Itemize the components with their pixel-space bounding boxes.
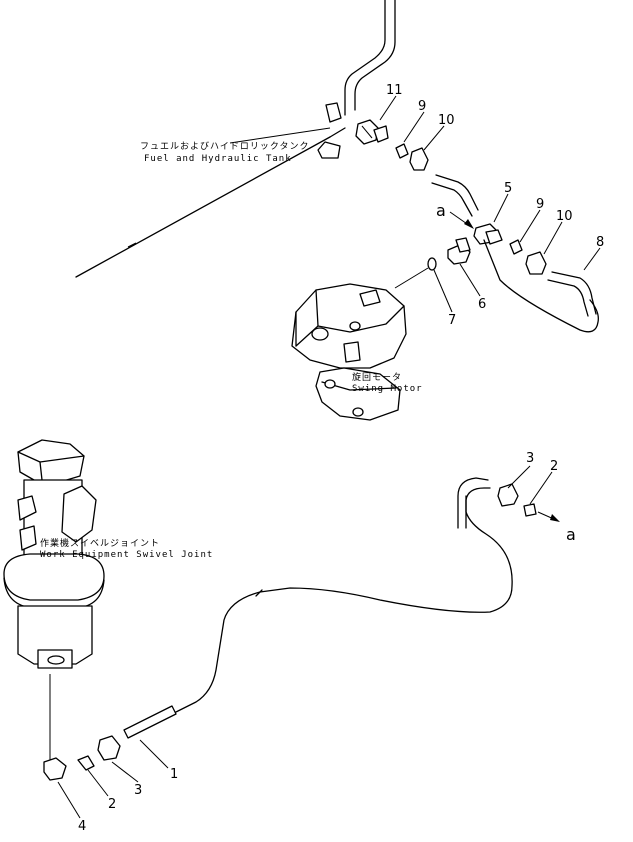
ref-a-upper: a	[436, 201, 446, 220]
callout-2-left: 2	[108, 797, 116, 812]
callout-4: 4	[78, 819, 86, 834]
callout-9-upper: 9	[418, 99, 426, 114]
ref-arrow-upper	[449, 211, 474, 229]
tank-label-jp: フュエルおよびハイドロリックタンク	[140, 141, 309, 152]
part-11-elbow	[355, 119, 389, 145]
swivel-label-en: Work Equipment Swivel Joint	[40, 550, 213, 560]
part-10-nut-upper	[409, 147, 429, 171]
swivel-joint	[3, 439, 105, 669]
part-8-hose	[483, 239, 599, 333]
lower-piping	[43, 477, 560, 781]
callout-8: 8	[596, 235, 604, 250]
callout-7: 7	[448, 313, 456, 328]
upper-hose	[431, 174, 479, 217]
tank-label-en: Fuel and Hydraulic Tank	[144, 154, 292, 164]
callout-3-right: 3	[526, 451, 534, 466]
ref-a-lower: a	[566, 525, 576, 544]
part-9-adapter-upper	[395, 143, 409, 159]
callout-10-lower: 10	[556, 209, 573, 224]
part-6-connector	[447, 237, 471, 265]
part-5-tee	[473, 223, 503, 245]
component-labels: フュエルおよびハイドロリックタンク Fuel and Hydraulic Tan…	[40, 141, 423, 560]
swivel-label-jp: 作業機スイベルジョイント	[40, 537, 160, 549]
callout-5: 5	[504, 181, 512, 196]
callout-2-right: 2	[550, 459, 558, 474]
callout-9-lower: 9	[536, 197, 544, 212]
callout-6: 6	[478, 297, 486, 312]
fuel-hydraulic-tank	[75, 0, 396, 278]
motor-label-jp: 旋回モータ	[352, 371, 402, 383]
motor-label-en: Swing Motor	[352, 384, 423, 394]
callout-10-upper: 10	[438, 113, 455, 128]
part-7-o-ring	[427, 257, 437, 271]
callout-1: 1	[170, 767, 178, 782]
callout-11: 11	[386, 83, 403, 98]
leader-lines	[57, 95, 601, 819]
part-9-adapter-lower	[509, 239, 523, 255]
callouts: 11 9 10 5 9 10 8 6 7 3 2 1 3 2 4	[78, 83, 604, 834]
callout-3-left: 3	[134, 783, 142, 798]
swing-motor	[291, 267, 429, 421]
part-10-nut-lower	[525, 251, 547, 275]
